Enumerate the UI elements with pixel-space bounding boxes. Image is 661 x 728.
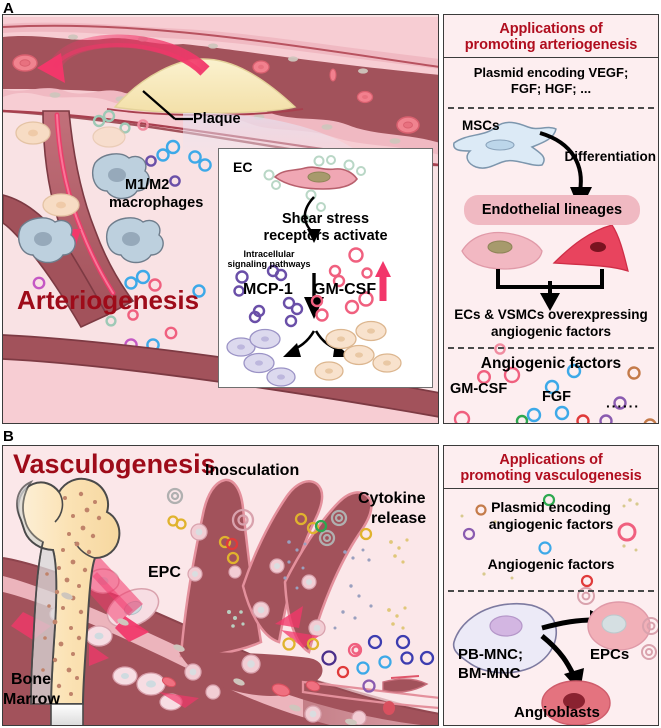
panel-b-app-divider-1 (444, 488, 658, 489)
differentiation-label: Differentiation (564, 149, 656, 164)
panel-a-illustration: Arteriogenesis Plaque M1/M2 macrophages (2, 14, 439, 424)
mnc-label-line2: BM-MNC (458, 665, 521, 682)
panel-b-app-dashed-divider (448, 590, 654, 592)
panel-a-app-dashed-divider-1 (448, 107, 654, 109)
epc-label: EPC (148, 564, 181, 581)
panel-a-app-title-line2: promoting arteriogenesis (464, 37, 638, 53)
factor-gmcsf-label: GM-CSF (450, 381, 508, 397)
panel-letter-b: B (3, 428, 14, 445)
angiogenic-factors-heading: Angiogenic factors (480, 355, 622, 372)
angioblasts-label: Angioblasts (514, 704, 600, 721)
panel-a-app-dashed-divider-2 (448, 347, 654, 349)
msc-label: MSCs (462, 118, 500, 133)
plasmid-line2: FGF; HGF; ... (510, 81, 592, 96)
panel-b-plasmid-line2: angiogenic factors (488, 516, 614, 532)
shear-stress-line1: Shear stress (281, 211, 370, 227)
intracellular-line2: signaling pathways (227, 259, 311, 269)
macrophages-label-line1: M1/M2 (125, 177, 170, 193)
vasculogenesis-title: Vasculogenesis (13, 449, 216, 479)
panel-b-angiogenic-factors: Angiogenic factors (487, 556, 615, 572)
arteriogenesis-title: Arteriogenesis (17, 285, 200, 315)
inosculation-label: Inosculation (205, 462, 300, 479)
panel-b-applications-artwork (452, 493, 658, 725)
vasculogenesis-artwork (3, 446, 438, 725)
plasmid-line1: Plasmid encoding VEGF; (473, 65, 629, 80)
shear-stress-line2: receptors activate (263, 228, 388, 244)
cytokine-label-line2: release (371, 510, 427, 527)
bone-marrow-label-line1: Bone (11, 671, 51, 688)
cytokine-label-line1: Cytokine (358, 490, 426, 507)
shear-stress-inset-box: EC Shear stress receptors activate Intra… (218, 148, 433, 388)
plaque-label: Plaque (193, 111, 241, 127)
overexpress-line2: angiogenic factors (490, 324, 612, 339)
ec-label: EC (233, 159, 253, 175)
panel-letter-a: A (3, 0, 14, 17)
panel-b-illustration: Vasculogenesis Inosculation Cytokine rel… (2, 445, 439, 726)
panel-b-plasmid-line1: Plasmid encoding (491, 499, 611, 515)
mcp1-label: MCP-1 (243, 281, 293, 298)
panel-a-applications: Applications of promoting arteriogenesis… (443, 14, 659, 424)
epcs-label: EPCs (590, 646, 630, 663)
intracellular-line1: Intracellular (243, 249, 295, 259)
panel-b-applications: Applications of promoting vasculogenesis (443, 445, 659, 726)
panel-b-app-title-line2: promoting vasculogenesis (460, 468, 642, 484)
shear-stress-artwork (226, 155, 402, 387)
msc-differentiation-artwork (453, 121, 657, 423)
panel-b-app-title-line1: Applications of (499, 452, 603, 468)
overexpress-line1: ECs & VSMCs overexpressing (454, 307, 648, 322)
factor-fgf-label: FGF (542, 389, 571, 405)
mnc-label-line1: PB-MNC; (458, 646, 523, 663)
endothelial-lineages-pill: Endothelial lineages (464, 195, 640, 225)
bone-marrow-label-line2: Marrow (3, 691, 60, 708)
panel-a-app-title-line1: Applications of (499, 21, 603, 37)
panel-a-app-divider-1 (444, 57, 658, 58)
factor-ellipsis: ······ (606, 398, 640, 414)
gmcsf-label: GM-CSF (313, 281, 377, 298)
macrophages-label-line2: macrophages (109, 195, 204, 211)
